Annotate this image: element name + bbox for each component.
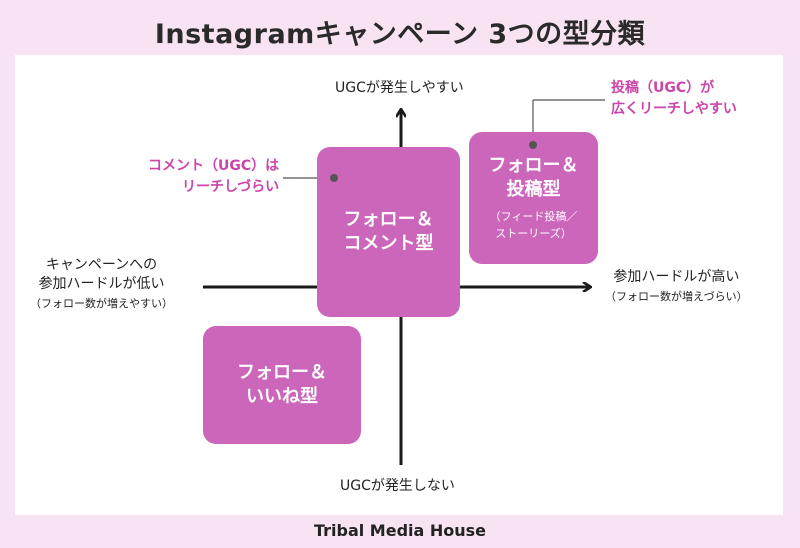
callout-line: 広くリーチしやすい bbox=[611, 101, 737, 117]
callout-post: 投稿（UGC）が 広くリーチしやすい bbox=[611, 78, 737, 120]
box-line: フォロー＆ bbox=[488, 155, 579, 176]
box-sub-line: （フィード投稿／ bbox=[489, 210, 578, 223]
box-line: 投稿型 bbox=[506, 179, 561, 200]
box-follow-post: フォロー＆ 投稿型 （フィード投稿／ ストーリーズ） bbox=[469, 132, 598, 264]
right-axis-sub: （フォロー数が増えづらい） bbox=[605, 290, 748, 303]
right-axis-label: 参加ハードルが高い （フォロー数が増えづらい） bbox=[605, 268, 748, 306]
box-sub: （フィード投稿／ ストーリーズ） bbox=[490, 208, 578, 242]
callout-line: 投稿（UGC）が bbox=[611, 80, 715, 96]
callout-line: リーチしづらい bbox=[181, 179, 280, 195]
footer-brand: Tribal Media House bbox=[313, 521, 487, 540]
page-title: Instagramキャンペーン 3つの型分類 bbox=[154, 19, 646, 50]
box-follow-comment: フォロー＆ コメント型 bbox=[317, 147, 460, 317]
left-axis-sub: （フォロー数が増えやすい） bbox=[30, 297, 173, 310]
box-follow-like: フォロー＆ いいね型 bbox=[203, 326, 361, 444]
box-line: フォロー＆ bbox=[237, 362, 327, 383]
left-axis-line: キャンペーンへの bbox=[45, 257, 158, 273]
left-axis-line: 参加ハードルが低い bbox=[38, 276, 165, 292]
box-line: コメント型 bbox=[343, 233, 434, 254]
box-line: フォロー＆ bbox=[343, 209, 434, 230]
right-axis-line: 参加ハードルが高い bbox=[613, 269, 740, 285]
callout-comment: コメント（UGC）は リーチしづらい bbox=[148, 156, 279, 198]
top-axis-label: UGCが発生しやすい bbox=[335, 80, 464, 96]
box-sub-line: ストーリーズ） bbox=[495, 227, 572, 240]
box-line: いいね型 bbox=[246, 386, 318, 407]
callout-line: コメント（UGC）は bbox=[148, 158, 280, 174]
bottom-axis-label: UGCが発生しない bbox=[340, 478, 455, 494]
left-axis-label: キャンペーンへの 参加ハードルが低い （フォロー数が増えやすい） bbox=[30, 256, 173, 313]
